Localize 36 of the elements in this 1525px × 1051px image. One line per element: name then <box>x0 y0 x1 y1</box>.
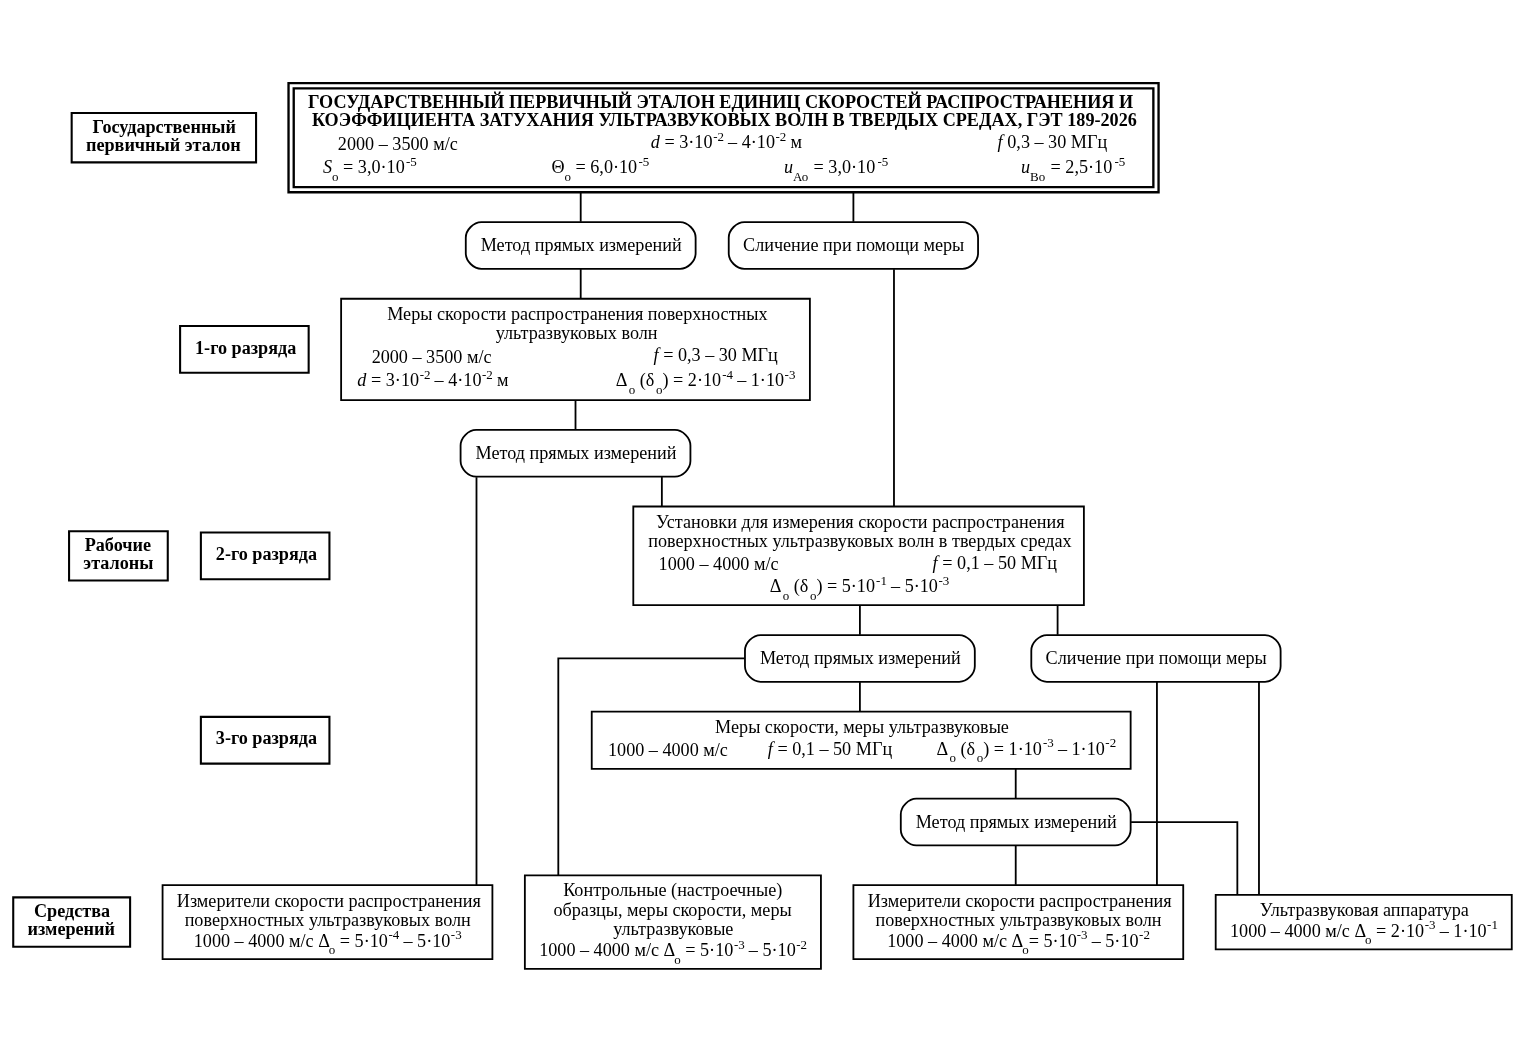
node-box: Установки для измерения скорости распространения поверхностных ультразвуковых волн в твердых средах 1000 – 4000 м/с f = 0,1 – 50 МГц Δ$_{о}$ (δ$_{о}$) = 5·10$^{-1}$ – 5·10$^{-3}$ <box>632 505 1085 606</box>
node-box: Меры скорости распространения поверхностных ультразвуковых волн 2000 – 3500 м/с f = 0,3 – 30 МГц d = 3·10$^{-2}$ – 4·10$^{-2}$ м Δ$_{о}$ (δ$_{о}$) = 2·10$^{-4}$ – 1·10$^{-3}$ <box>340 297 811 401</box>
connector <box>557 657 746 876</box>
node-box: Сличение при помощи меры <box>1030 633 1282 683</box>
node-box: Метод прямых измерений <box>459 428 692 478</box>
connector <box>1258 680 1260 895</box>
connector <box>579 191 582 223</box>
connector <box>1130 820 1239 896</box>
node-box: Метод прямых измерений <box>899 797 1132 846</box>
node-box: 3-го разряда <box>199 715 331 765</box>
node-box: Меры скорости, меры ультразвуковые 1000 – 4000 м/с f = 0,1 – 50 МГц Δ$_{о}$ (δ$_{о}$) = 1·10$^{-3}$ – 1·10$^{-2}$ <box>590 710 1132 770</box>
connector <box>893 267 895 507</box>
node-box: Ультразвуковая аппаратура 1000 – 4000 м/с Δ$_{о}$ = 2·10$^{-3}$ – 1·10$^{-1}$ <box>1214 893 1513 950</box>
connector <box>1056 603 1059 636</box>
connector <box>475 475 478 886</box>
node-box: Метод прямых измерений <box>464 220 697 270</box>
node-box: Сличение при помощи меры <box>727 220 979 270</box>
node-box: ГОСУДАРСТВЕННЫЙ ПЕРВИЧНЫЙ ЭТАЛОН ЕДИНИЦ СКОРОСТЕЙ РАСПРОСТРАНЕНИЯ И КОЭФФИЦИЕНТА ЗАТУХАНИЯ УЛЬТРАЗВУКОВЫХ ВОЛН В ТВЕРДЫХ СРЕДАХ, ГЭТ 189-2026 2000 – 3500 м/с d = 3·10$^{-2}$ – 4·10$^{-2}$ м f 0,3 – 30 МГц S$_{о}$ = 3,0·10$^{-5}$ Θ$_{о}$ = 6,0·10$^{-5}$ u$_{Ао}$ = 3,0·10$^{-5}$ u$_{Во}$ = 2,5·10$^{-5}$ <box>287 81 1160 193</box>
connector <box>1156 680 1158 886</box>
node-box: 2-го разряда <box>199 530 331 580</box>
connector <box>579 267 582 299</box>
connector <box>1014 844 1017 886</box>
node-box: Метод прямых измерений <box>744 633 976 683</box>
connector <box>660 475 663 507</box>
connector <box>852 191 855 223</box>
node-box: Средства измерений <box>12 895 132 948</box>
connector <box>1014 767 1017 799</box>
connector <box>859 680 861 712</box>
node-box: Контрольные (настроечные) образцы, меры скорости, меры ультразвуковые 1000 – 4000 м/с Δ$_{о}$ = 5·10$^{-3}$ – 5·10$^{-2}$ <box>523 873 822 970</box>
connector <box>574 398 577 430</box>
node-box: 1-го разряда <box>179 324 310 374</box>
node-box: Государственный первичный эталон <box>70 111 258 163</box>
node-box: Измерители скорости распространения поверхностных ультразвуковых волн 1000 – 4000 м/с Δ$_{о}$= 5·10$^{-3}$ – 5·10$^{-2}$ <box>852 883 1185 960</box>
node-box: Измерители скорости распространения поверхностных ультразвуковых волн 1000 – 4000 м/с Δ$_{о}$ = 5·10$^{-4}$ – 5·10$^{-3}$ <box>161 883 494 960</box>
node-box: Рабочие эталоны <box>68 529 169 582</box>
connector <box>859 603 861 636</box>
